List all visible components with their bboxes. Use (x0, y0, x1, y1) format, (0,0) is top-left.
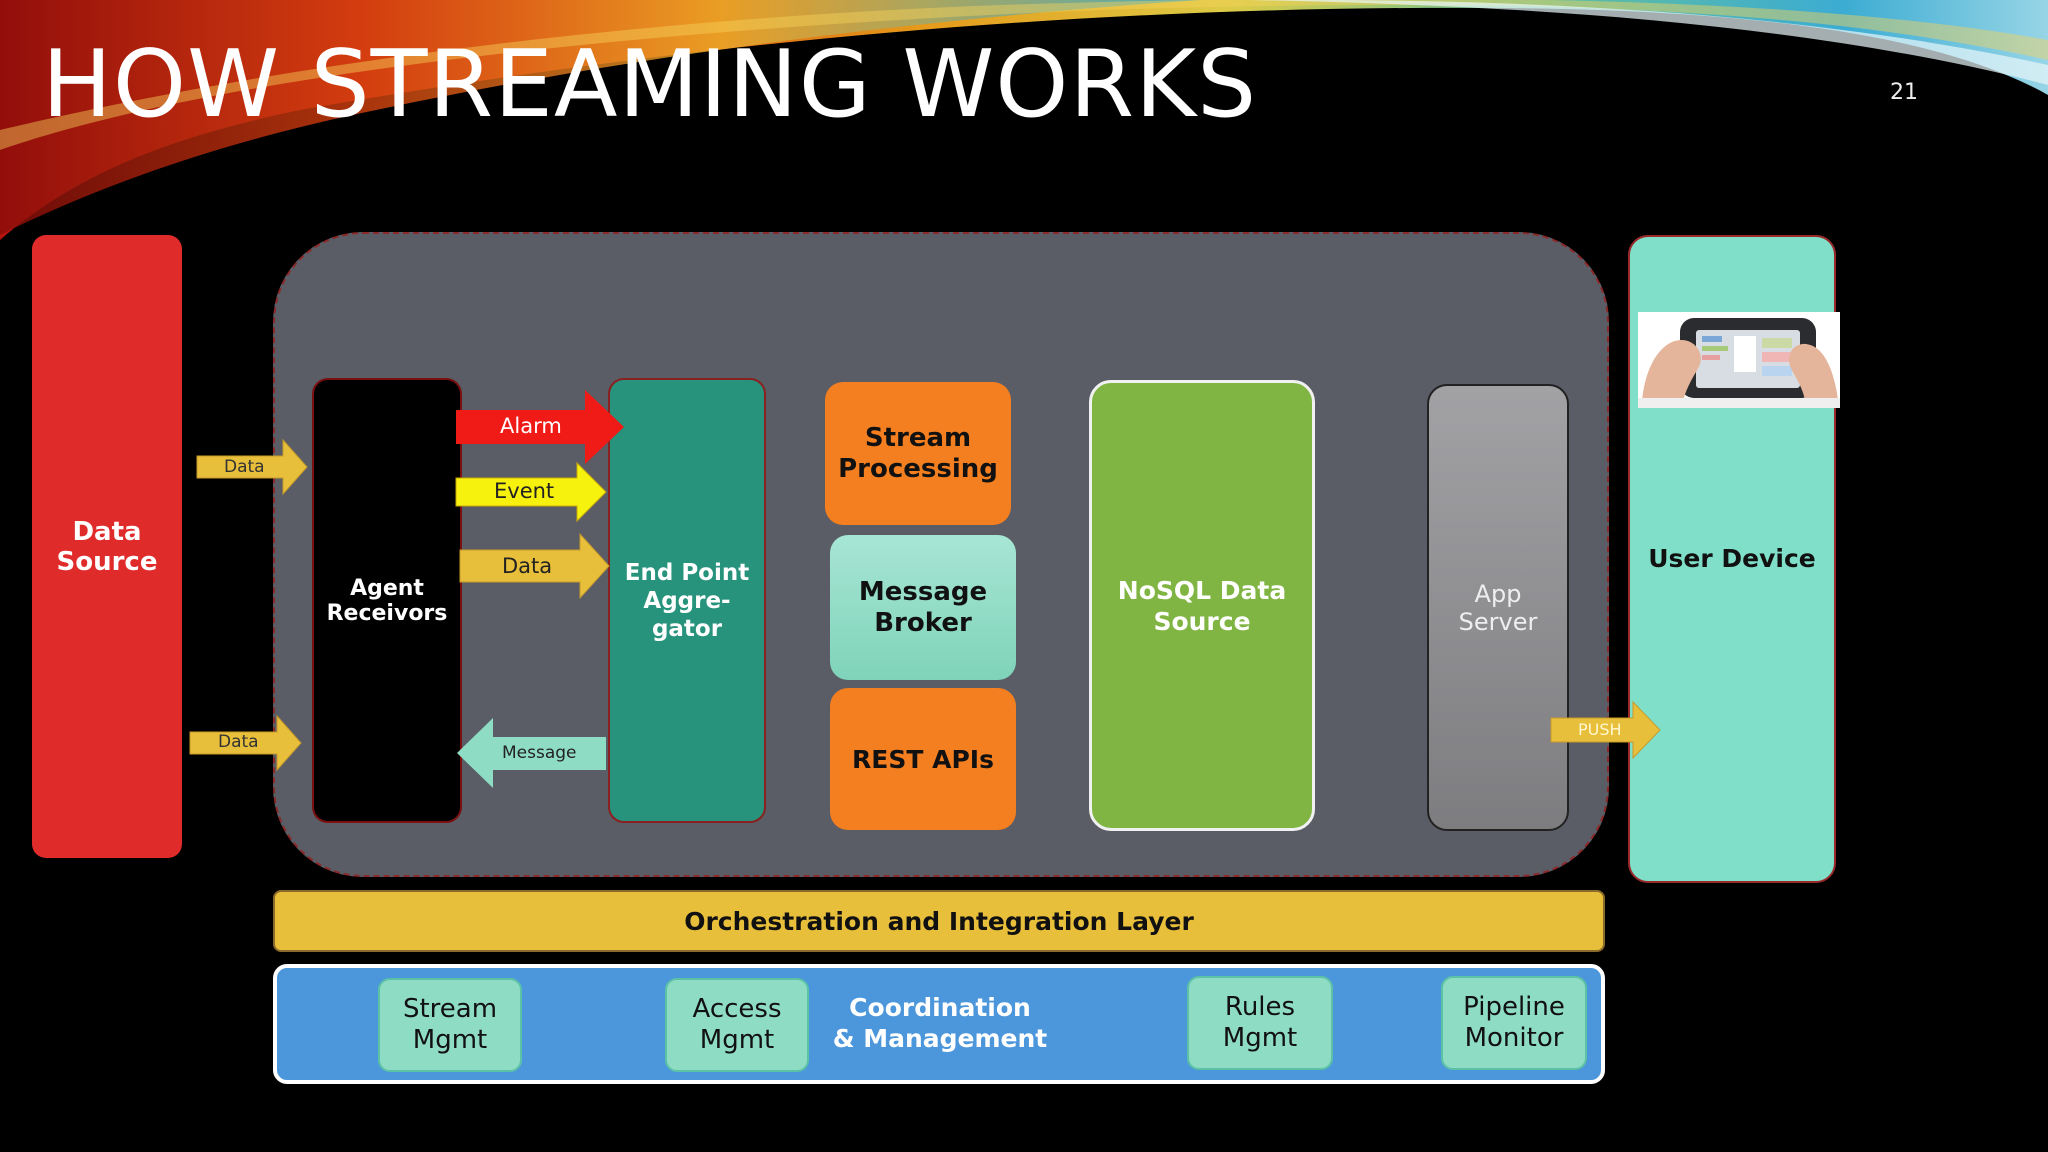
endpoint-label-line3: gator (651, 615, 723, 642)
alarm-arrow (456, 390, 624, 464)
endpoint-label-line2: Aggre- (643, 587, 731, 614)
coord-item-line1: Rules (1224, 992, 1296, 1022)
endpoint-label-line1: End Point (624, 559, 750, 586)
stream-processing-label-line1: Stream (864, 422, 972, 453)
message-broker-box: Message Broker (830, 535, 1016, 680)
coordination-label-line2: & Management (832, 1024, 1048, 1053)
app-server-label-line1: App (1474, 579, 1522, 608)
endpoint-aggregator-box: End Point Aggre- gator (608, 378, 766, 823)
alarm-arrow-label: Alarm (500, 414, 562, 438)
orchestration-label: Orchestration and Integration Layer (684, 906, 1194, 936)
data-arrow-mid (459, 532, 610, 600)
message-arrow (457, 718, 606, 788)
data-arrow-top (196, 438, 308, 496)
app-server-box: App Server (1427, 384, 1569, 831)
coordination-label-line1: Coordination (849, 993, 1031, 1022)
data-arrow-mid-label: Data (502, 554, 553, 578)
agent-receivers-label-line2: Receivors (326, 600, 448, 626)
push-arrow (1550, 700, 1661, 760)
agent-receivers-box: Agent Receivors (312, 378, 462, 823)
coord-item-line2: Monitor (1464, 1023, 1564, 1053)
coord-item-pipeline-monitor: Pipeline Monitor (1441, 976, 1587, 1070)
message-arrow-label: Message (502, 743, 577, 763)
data-arrow-bottom-label: Data (218, 732, 259, 752)
coordination-management-label: Coordination & Management (820, 992, 1060, 1054)
coord-item-line1: Pipeline (1463, 992, 1565, 1022)
nosql-label-line2: Source (1153, 606, 1251, 636)
decorative-swoosh-banner (0, 0, 2048, 240)
event-arrow (455, 461, 607, 523)
message-broker-label-line2: Broker (874, 607, 972, 638)
coord-item-line2: Mgmt (1222, 1023, 1298, 1053)
orchestration-layer-bar: Orchestration and Integration Layer (273, 890, 1605, 952)
event-arrow-label: Event (494, 479, 555, 503)
stream-processing-label-line2: Processing (838, 453, 998, 484)
coord-item-rules-mgmt: Rules Mgmt (1187, 976, 1333, 1070)
slide-number: 21 (1890, 80, 1918, 105)
stream-processing-box: Stream Processing (825, 382, 1011, 525)
coord-item-stream-mgmt: Stream Mgmt (378, 978, 522, 1072)
data-arrow-bottom (189, 714, 302, 772)
app-server-label-line2: Server (1458, 607, 1538, 636)
user-device-label: User Device (1648, 544, 1816, 573)
nosql-label-line1: NoSQL Data (1117, 575, 1287, 605)
data-source-label-line1: Data (72, 516, 142, 547)
nosql-data-source-box: NoSQL Data Source (1089, 380, 1315, 831)
data-source-box: Data Source (32, 235, 182, 858)
handheld-device-image (1638, 312, 1840, 408)
coord-item-line2: Mgmt (412, 1025, 488, 1055)
slide-title: HOW STREAMING WORKS (42, 30, 1258, 138)
push-arrow-label: PUSH (1578, 720, 1622, 739)
coord-item-line2: Mgmt (699, 1025, 775, 1055)
agent-receivers-label-line1: Agent (350, 575, 424, 601)
message-broker-label-line1: Message (858, 576, 988, 607)
rest-apis-label: REST APIs (852, 744, 994, 774)
data-source-label-line2: Source (56, 546, 158, 577)
data-arrow-top-label: Data (224, 457, 265, 477)
coord-item-line1: Stream (402, 994, 498, 1024)
coord-item-line1: Access (692, 994, 782, 1024)
coord-item-access-mgmt: Access Mgmt (665, 978, 809, 1072)
rest-apis-box: REST APIs (830, 688, 1016, 830)
